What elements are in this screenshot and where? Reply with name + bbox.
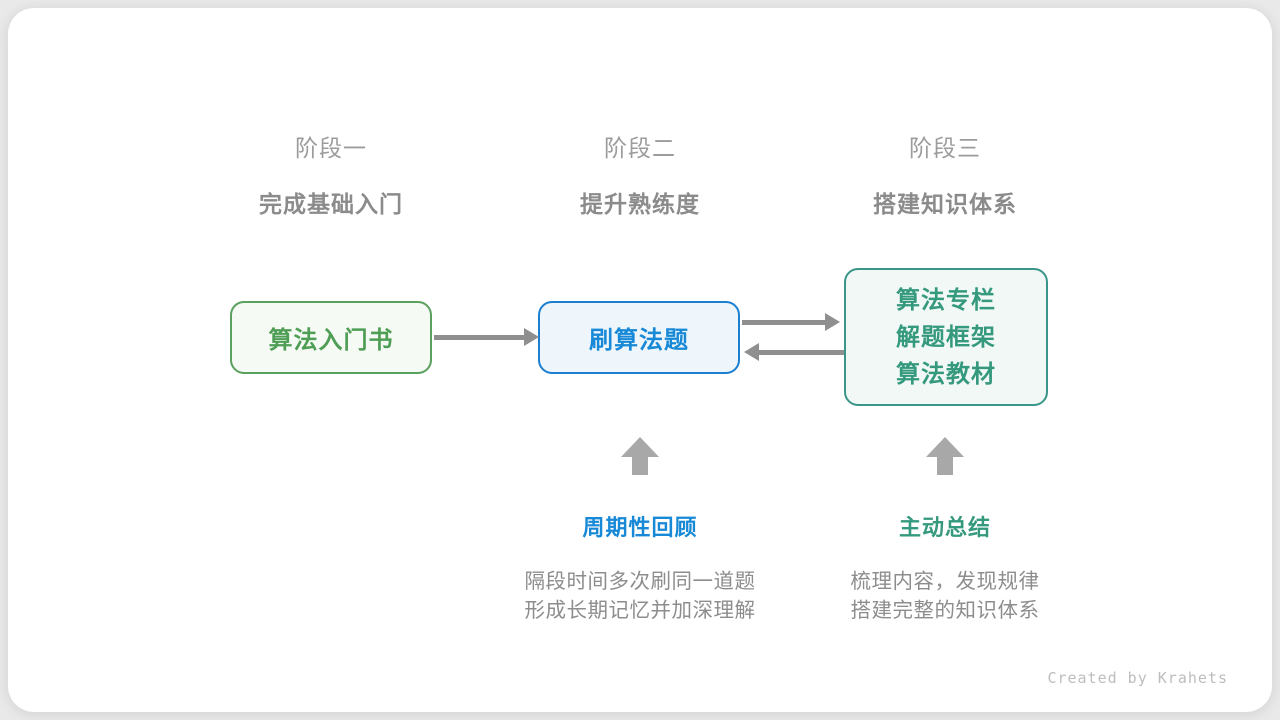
stage-one-subtitle: 完成基础入门 xyxy=(259,191,403,217)
stage-two-label: 阶段二 xyxy=(604,135,676,161)
up-arrow-summary-icon xyxy=(925,437,965,475)
arrowhead-left-icon xyxy=(744,343,759,361)
up-arrow-review-icon xyxy=(620,437,660,475)
node-practice-label: 刷算法题 xyxy=(589,327,689,354)
annotation-summary: 主动总结 梳理内容，发现规律 搭建完整的知识体系 xyxy=(775,510,1115,625)
node-resources-line-3: 算法教材 xyxy=(896,360,996,388)
node-intro-book: 算法入门书 xyxy=(230,301,432,374)
arrowhead-right-icon xyxy=(524,328,539,346)
annotation-review: 周期性回顾 隔段时间多次刷同一道题 形成长期记忆并加深理解 xyxy=(470,510,810,625)
arrowhead-right-icon xyxy=(825,313,840,331)
node-resources-line-1: 算法专栏 xyxy=(896,286,996,314)
node-intro-book-label: 算法入门书 xyxy=(268,327,394,354)
stage-one-label: 阶段一 xyxy=(295,135,367,161)
stage-three-subtitle: 搭建知识体系 xyxy=(873,191,1017,217)
annotation-summary-line-1: 梳理内容，发现规律 xyxy=(850,570,1040,593)
stage-one-header: 阶段一 完成基础入门 xyxy=(181,129,481,219)
annotation-review-line-2: 形成长期记忆并加深理解 xyxy=(524,599,756,622)
diagram-card: 阶段一 完成基础入门 阶段二 提升熟练度 阶段三 搭建知识体系 算法入门书 刷算… xyxy=(8,8,1272,712)
stage-three-label: 阶段三 xyxy=(909,135,981,161)
annotation-review-title: 周期性回顾 xyxy=(582,515,698,540)
node-resources: 算法专栏 解题框架 算法教材 xyxy=(844,268,1048,406)
stage-three-header: 阶段三 搭建知识体系 xyxy=(795,129,1095,219)
annotation-review-line-1: 隔段时间多次刷同一道题 xyxy=(524,570,756,593)
annotation-summary-body: 梳理内容，发现规律 搭建完整的知识体系 xyxy=(775,567,1115,625)
annotation-summary-title: 主动总结 xyxy=(898,515,991,540)
annotation-review-body: 隔段时间多次刷同一道题 形成长期记忆并加深理解 xyxy=(470,567,810,625)
stage-two-subtitle: 提升熟练度 xyxy=(580,191,700,217)
node-practice: 刷算法题 xyxy=(538,301,740,374)
node-resources-line-2: 解题框架 xyxy=(896,323,996,351)
credit-text: Created by Krahets xyxy=(1047,669,1228,687)
stage-two-header: 阶段二 提升熟练度 xyxy=(490,129,790,219)
annotation-summary-line-2: 搭建完整的知识体系 xyxy=(850,599,1040,622)
